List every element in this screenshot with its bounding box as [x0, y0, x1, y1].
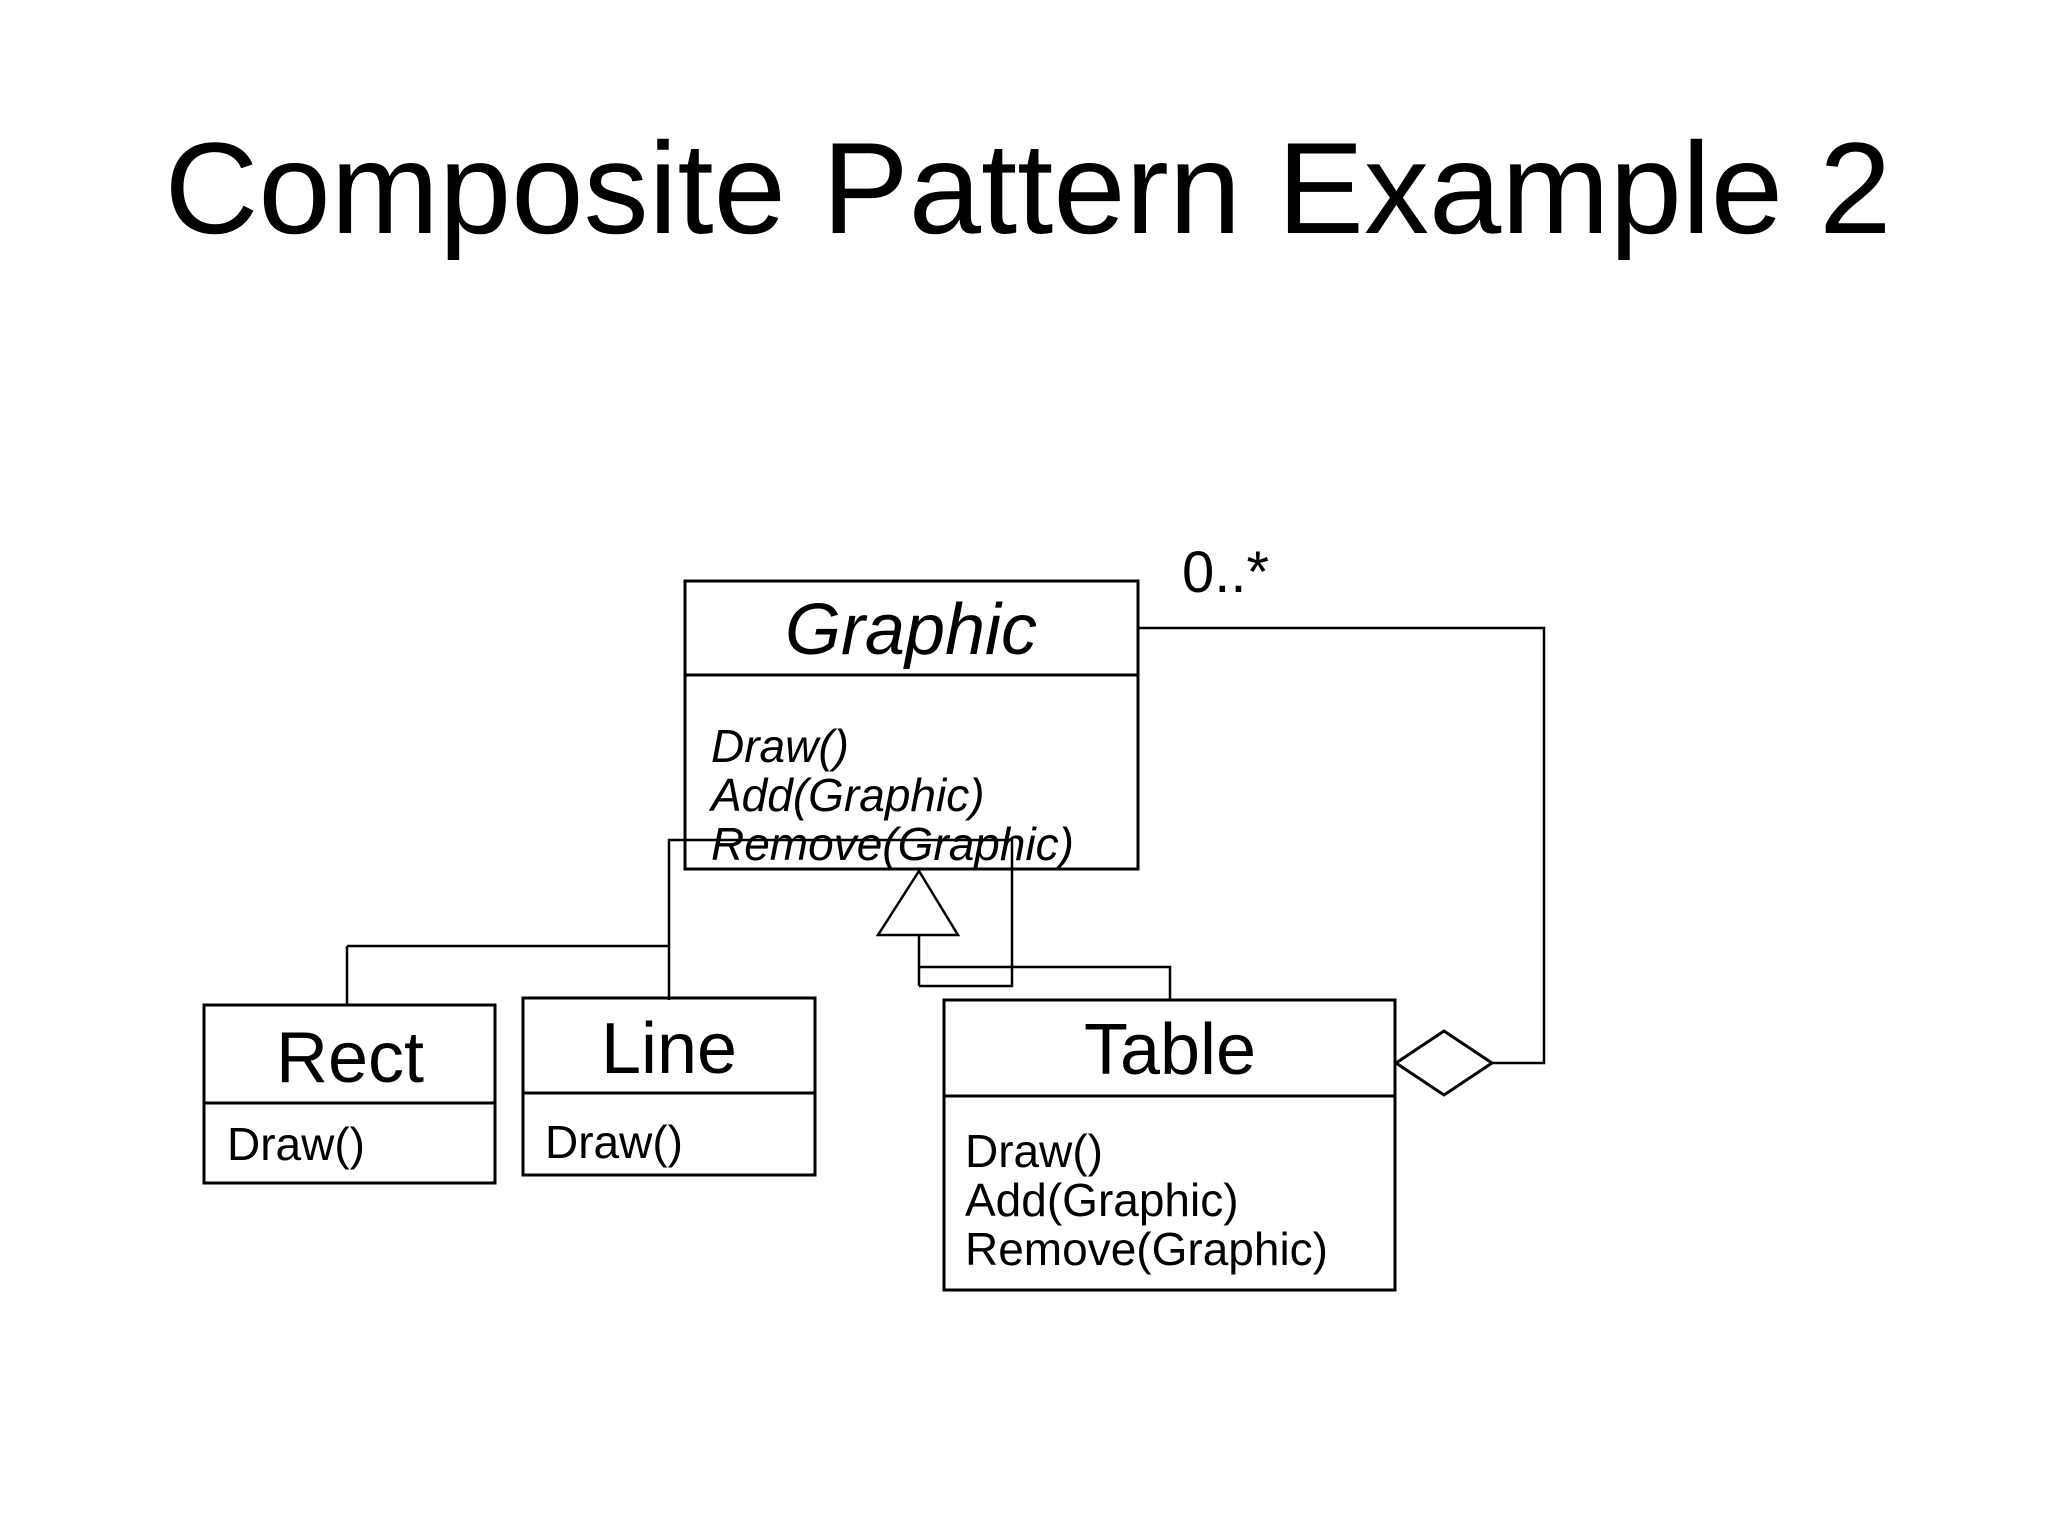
graphic-method-remove: Remove(Graphic) [711, 818, 1074, 870]
graphic-class-name: Graphic [785, 590, 1037, 670]
class-box-rect: Rect Draw() [202, 1003, 497, 1185]
table-method-add: Add(Graphic) [965, 1174, 1239, 1226]
rect-method-draw: Draw() [227, 1118, 365, 1170]
graphic-method-add: Add(Graphic) [708, 769, 985, 821]
class-box-line: Line Draw() [521, 996, 817, 1177]
generalization-triangle-icon [875, 868, 961, 937]
class-box-table: Table Draw() Add(Graphic) Remove(Graphic… [942, 998, 1397, 1292]
table-method-remove: Remove(Graphic) [965, 1223, 1328, 1275]
rect-class-name: Rect [276, 1018, 424, 1098]
line-method-draw: Draw() [545, 1116, 683, 1168]
table-box-outline [942, 998, 1397, 1292]
table-class-name: Table [1084, 1010, 1256, 1090]
multiplicity-label: 0..* [1182, 540, 1269, 605]
table-method-draw: Draw() [965, 1125, 1103, 1177]
generalization-connector-lines [345, 838, 1172, 1005]
aggregation-diamond-icon [1393, 1029, 1495, 1097]
association-line [1138, 626, 1546, 1065]
line-class-name: Line [601, 1009, 737, 1089]
rect-box-outline [202, 1003, 497, 1185]
graphic-method-draw: Draw() [711, 720, 849, 772]
class-box-graphic: Graphic Draw() Add(Graphic) Remove(Graph… [683, 579, 1140, 871]
line-box-outline [521, 996, 817, 1177]
page-title: Composite Pattern Example 2 [165, 115, 1892, 261]
graphic-box-outline [683, 579, 1140, 871]
